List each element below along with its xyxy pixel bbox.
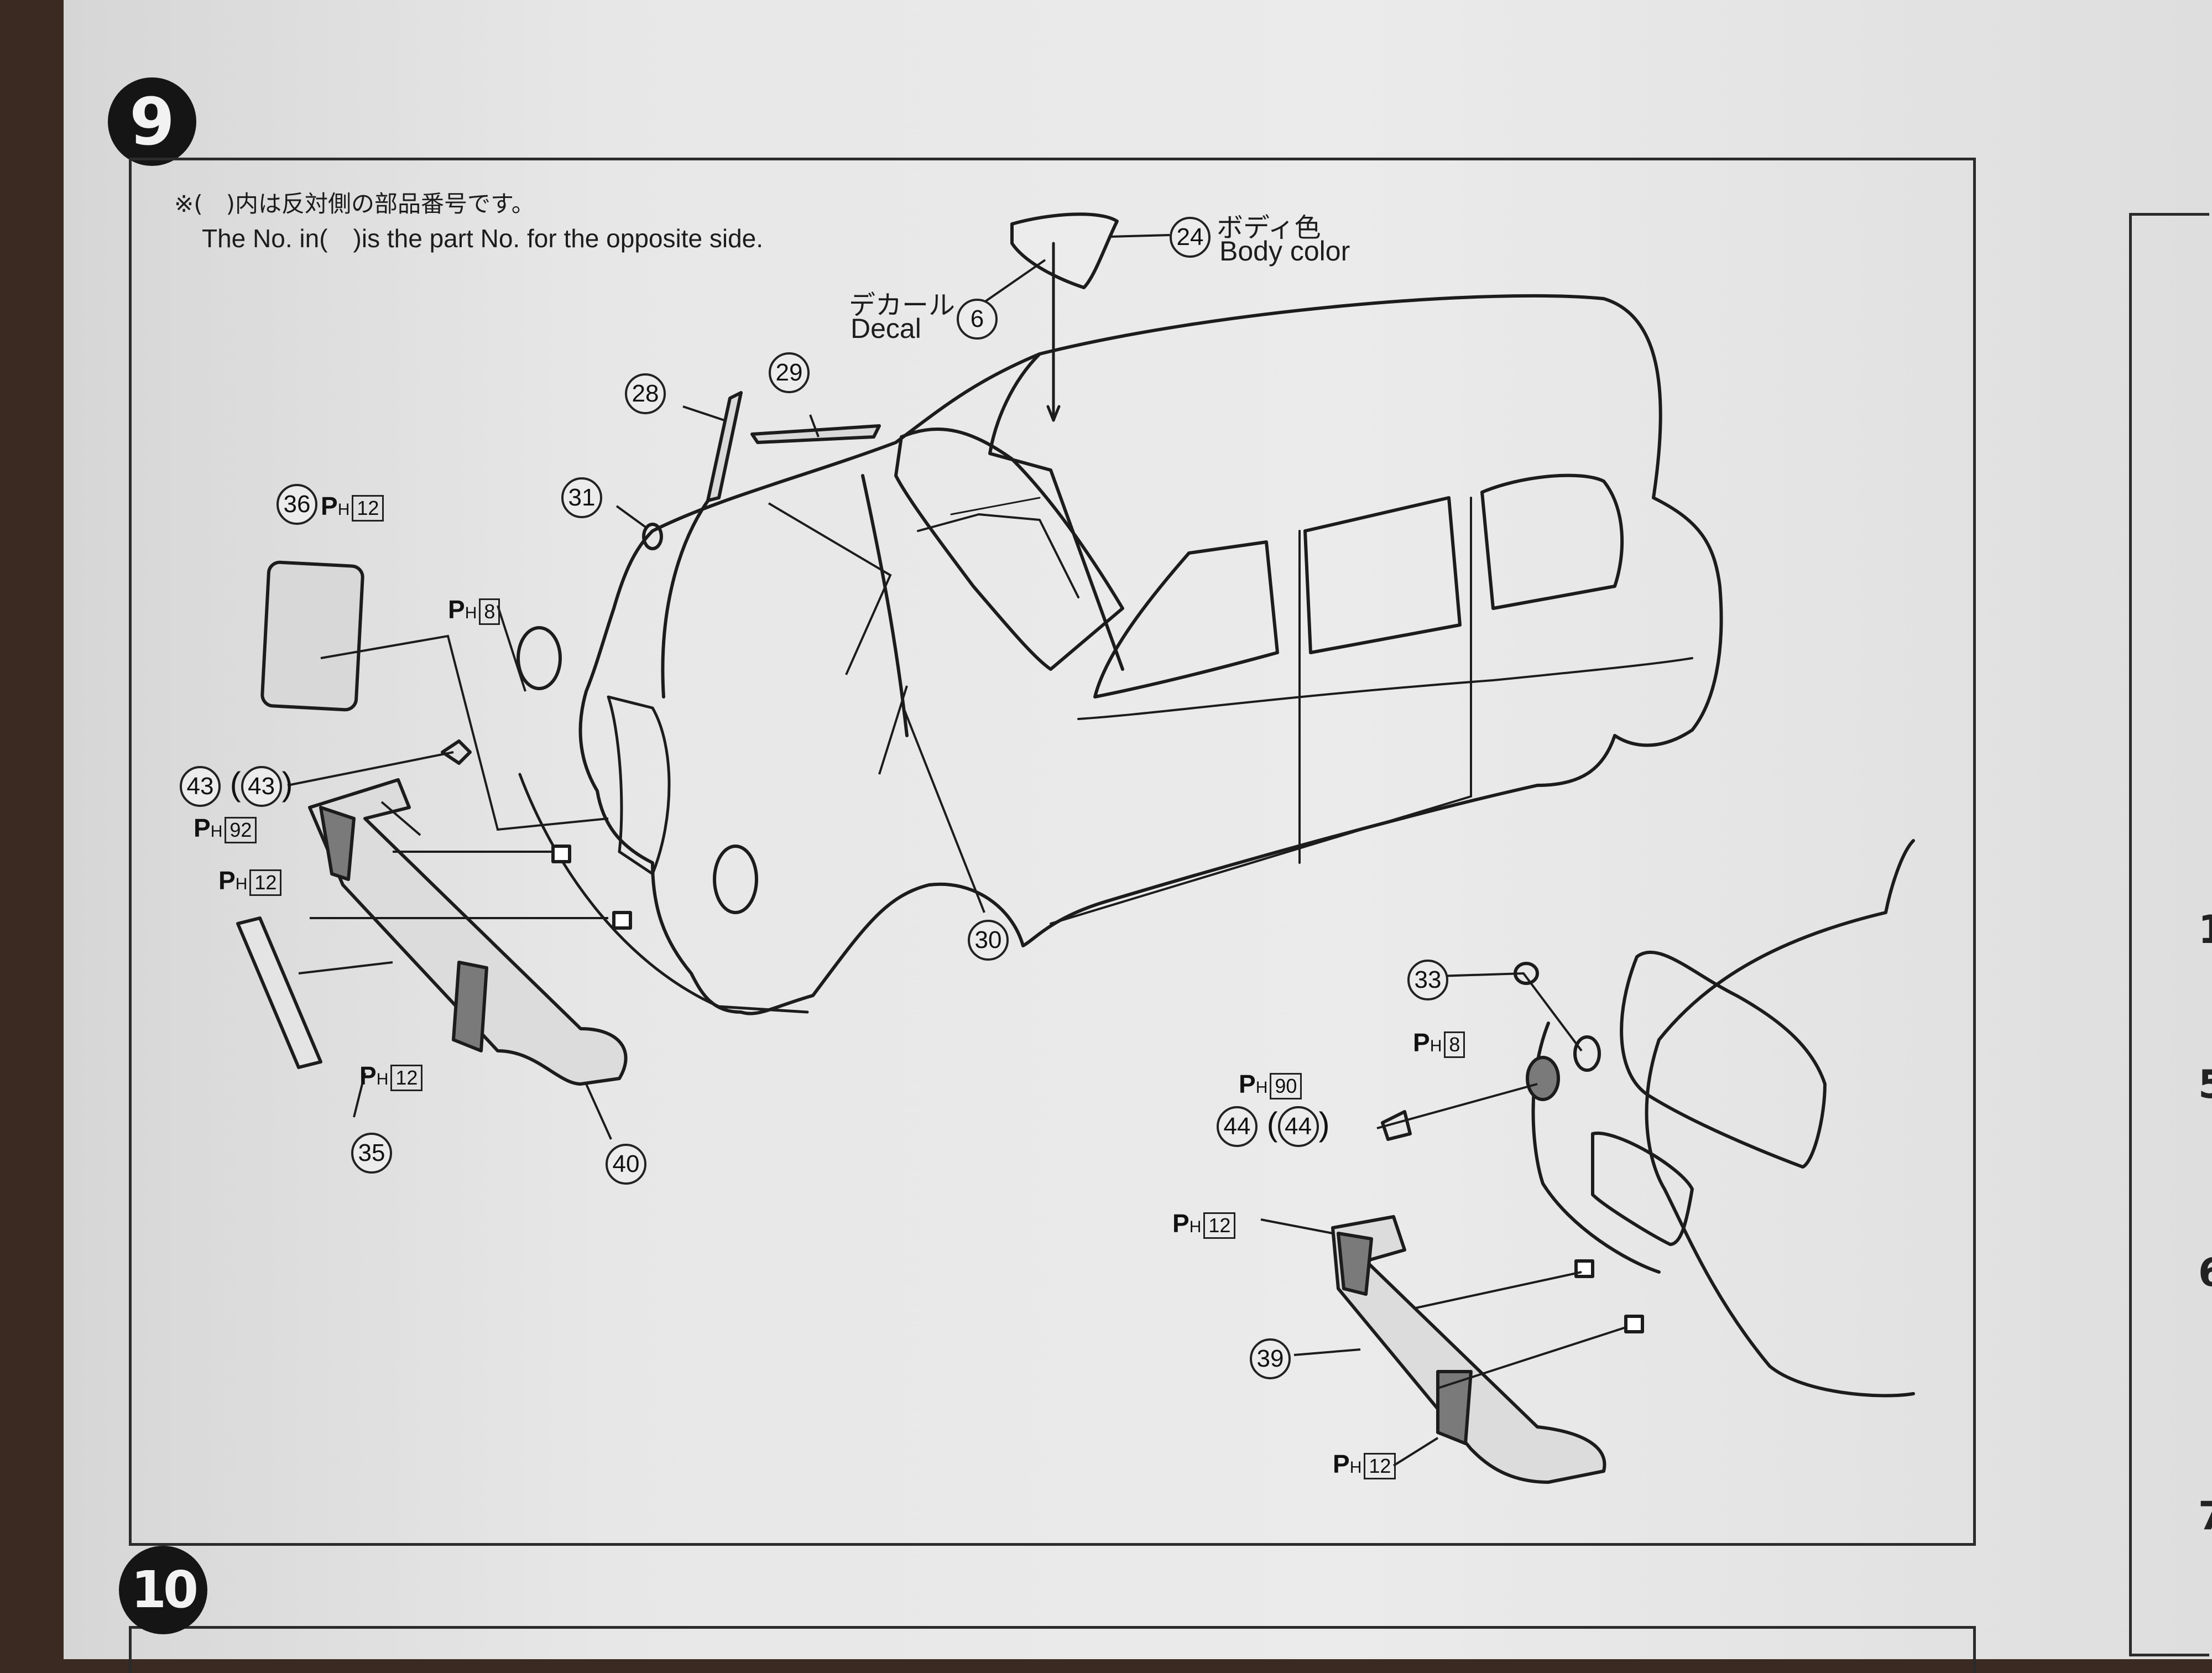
- leader-lines: [287, 234, 1626, 1467]
- part-number-29: 29: [769, 352, 810, 393]
- part-number-28: 28: [625, 373, 666, 414]
- side-window-3: [1480, 473, 1624, 610]
- windshield: [894, 427, 1124, 671]
- headlight-lower: [713, 845, 758, 914]
- opposite-side-note-en: The No. in( )is the part No. for the opp…: [202, 224, 764, 253]
- opposite-side-note-jp: ※( )内は反対側の部品番号です。: [174, 190, 535, 217]
- part-number-6: 6: [957, 299, 998, 340]
- edge-number: 5: [2198, 1062, 2212, 1107]
- car-body-outline: [578, 294, 1723, 1015]
- edge-number: 7: [2198, 1493, 2212, 1539]
- adjacent-page-panel: [2129, 213, 2209, 1656]
- step-10-badge: 10: [119, 1546, 207, 1634]
- step-9-badge: 9: [108, 77, 196, 166]
- part-number-44-pair: 44 (44): [1217, 1105, 1330, 1148]
- part-number-39: 39: [1250, 1338, 1291, 1379]
- decal-label-en: Decal: [851, 313, 921, 344]
- instruction-sheet: [64, 0, 2212, 1659]
- part-number-24: 24: [1170, 217, 1211, 258]
- decal-label-jp: デカール: [849, 291, 956, 320]
- rear-bumper-part: [1331, 1215, 1606, 1484]
- body-color-label-jp: ボディ色: [1217, 213, 1321, 243]
- front-grille-part: [260, 560, 364, 712]
- part-number-31: 31: [561, 477, 602, 518]
- step-9-panel: [129, 158, 1976, 1546]
- license-plate-part: [236, 916, 322, 1069]
- part-number-36: 36: [276, 484, 317, 525]
- part-number-35: 35: [351, 1133, 392, 1174]
- part-number-44: 44: [1217, 1106, 1258, 1148]
- rear-window: [1620, 950, 1827, 1169]
- part-number-40: 40: [606, 1144, 646, 1185]
- headlight-upper: [517, 626, 562, 690]
- side-window-2: [1303, 496, 1462, 654]
- edge-number: 1: [2198, 907, 2212, 952]
- part-number-43-opposite: 43: [241, 766, 282, 807]
- tail-light-lens-part: [1381, 1110, 1412, 1141]
- front-bumper-part: [308, 778, 628, 1086]
- wiper-arm-part: [706, 391, 743, 502]
- part-number-30: 30: [968, 920, 1009, 961]
- wiper-blade-part: [750, 424, 881, 444]
- step-10-panel: [129, 1626, 1976, 1673]
- side-mirror-part: [642, 523, 663, 550]
- roof-vent-part: [1010, 212, 1119, 289]
- side-window-1: [1093, 540, 1279, 699]
- part-number-43-pair: 43 (43): [180, 765, 293, 807]
- rear-car-body-outline: [1645, 839, 1915, 1398]
- part-number-43: 43: [180, 766, 221, 807]
- edge-number: 6: [2198, 1250, 2212, 1295]
- part-number-44-opposite: 44: [1277, 1106, 1319, 1148]
- part-number-33: 33: [1407, 960, 1448, 1000]
- rear-plate-area: [1591, 1132, 1694, 1246]
- body-color-label-en: Body color: [1219, 236, 1350, 267]
- indicator-part: [441, 739, 472, 765]
